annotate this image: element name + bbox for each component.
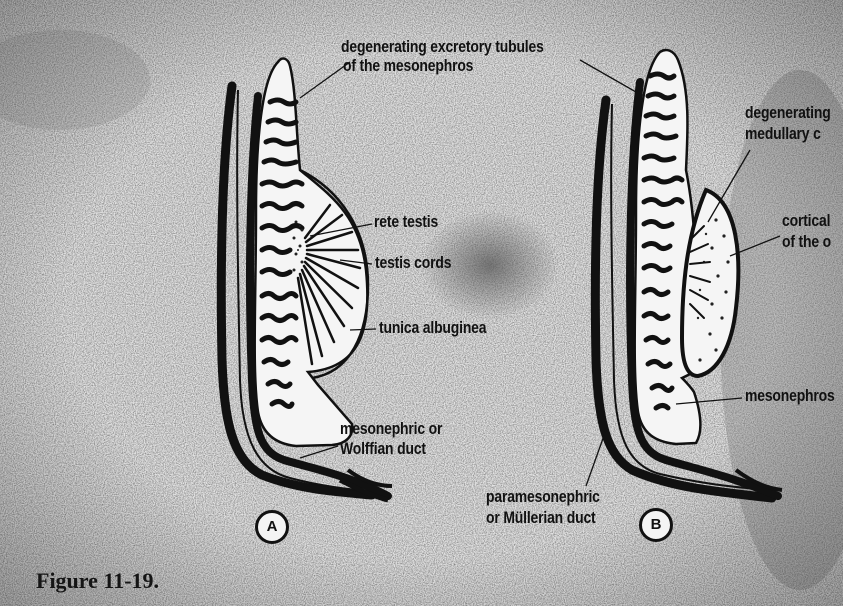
panel-b-marker: B — [639, 508, 673, 542]
figure-caption: Figure 11-19. — [36, 568, 159, 594]
label-paramesonephric-line1: paramesonephric — [486, 487, 600, 506]
label-degenerating-medullary-line2: medullary c — [745, 124, 821, 143]
label-cortical-cords-line1: cortical — [782, 211, 830, 230]
label-testis-cords: testis cords — [375, 253, 451, 272]
label-rete-testis: rete testis — [374, 212, 438, 231]
label-mesonephric-duct-line2: Wolffian duct — [340, 439, 426, 458]
label-mesonephros: mesonephros — [745, 386, 835, 405]
panel-a-marker: A — [255, 510, 289, 544]
label-paramesonephric-line2: or Müllerian duct — [486, 508, 596, 527]
label-excretory-tubules-line1: degenerating excretory tubules — [341, 37, 544, 56]
label-degenerating-medullary-line1: degenerating — [745, 103, 831, 122]
label-tunica-albuginea: tunica albuginea — [379, 318, 486, 337]
label-mesonephric-duct-line1: mesonephric or — [340, 419, 442, 438]
label-excretory-tubules-line2: of the mesonephros — [343, 56, 473, 75]
label-cortical-cords-line2: of the o — [782, 232, 831, 251]
